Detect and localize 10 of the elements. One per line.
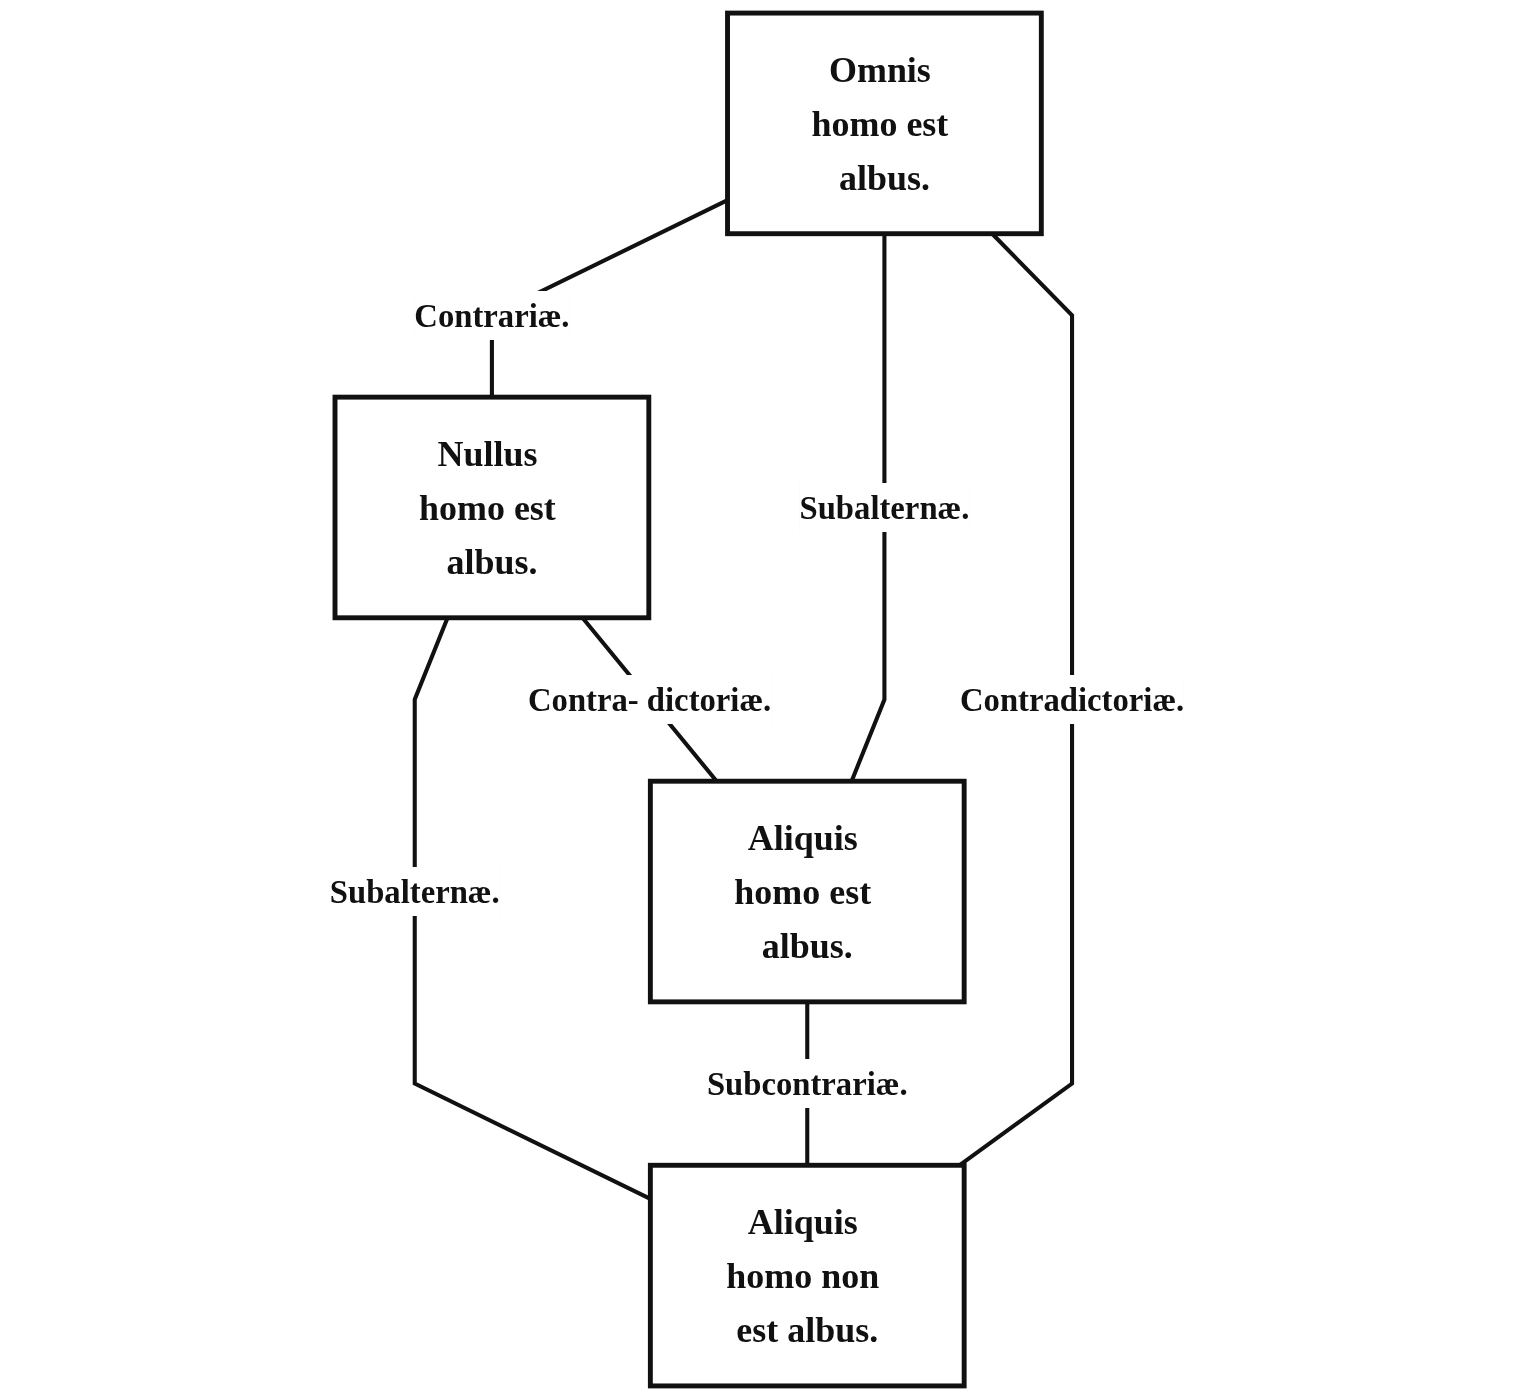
edge-label: Subalternæ. [329,873,500,910]
edge-label: Subcontrariæ. [706,1065,908,1102]
edge-label: Contrariæ. [414,297,570,334]
node-box: Aliquis homo non est albus. [647,1162,967,1389]
node-box: Nullus homo est albus. [332,394,652,621]
node-box: Aliquis homo est albus. [647,778,967,1005]
edge-label: Contra- dictoriæ. [527,681,772,718]
node-box: Omnis homo est albus. [725,10,1044,237]
edge-label: Subalternæ. [799,489,970,526]
edge-label: Contradictoriæ. [959,681,1185,718]
